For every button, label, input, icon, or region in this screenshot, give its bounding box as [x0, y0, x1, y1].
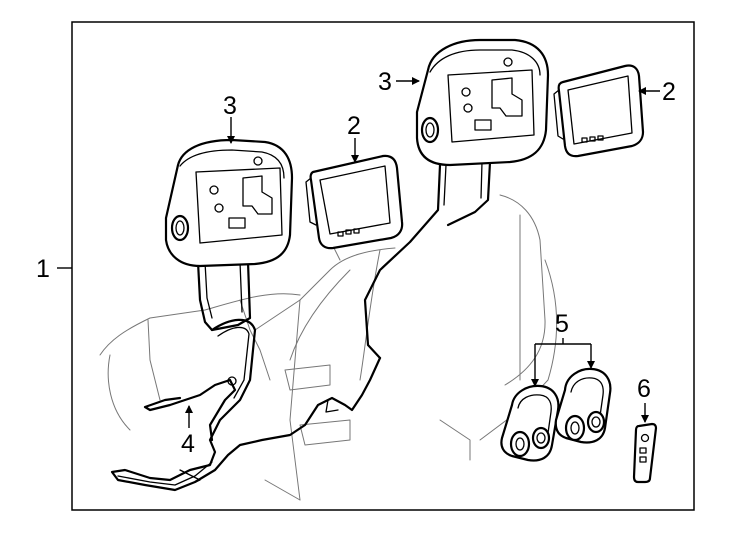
- callout-3-right: 3: [378, 68, 392, 96]
- callout-2-left: 2: [347, 112, 361, 140]
- remote-control: [632, 422, 658, 484]
- headrest-right: [363, 38, 550, 360]
- wiring-harness: [110, 318, 382, 492]
- monitor-right: [553, 64, 645, 158]
- callout-5-bracket: [535, 338, 591, 345]
- callout-6: 6: [637, 375, 651, 403]
- callout-5: 5: [555, 310, 569, 338]
- diagram-frame: [71, 21, 695, 511]
- callout-2-right: 2: [662, 78, 676, 106]
- callout-4: 4: [181, 430, 195, 458]
- callout-3-left: 3: [223, 92, 237, 120]
- headphones-right: [554, 367, 612, 444]
- callout-1: 1: [36, 255, 50, 283]
- headphones-left: [500, 384, 560, 462]
- seat-outlines: [99, 194, 558, 501]
- monitor-left: [305, 154, 404, 250]
- headrest-left: [164, 138, 294, 332]
